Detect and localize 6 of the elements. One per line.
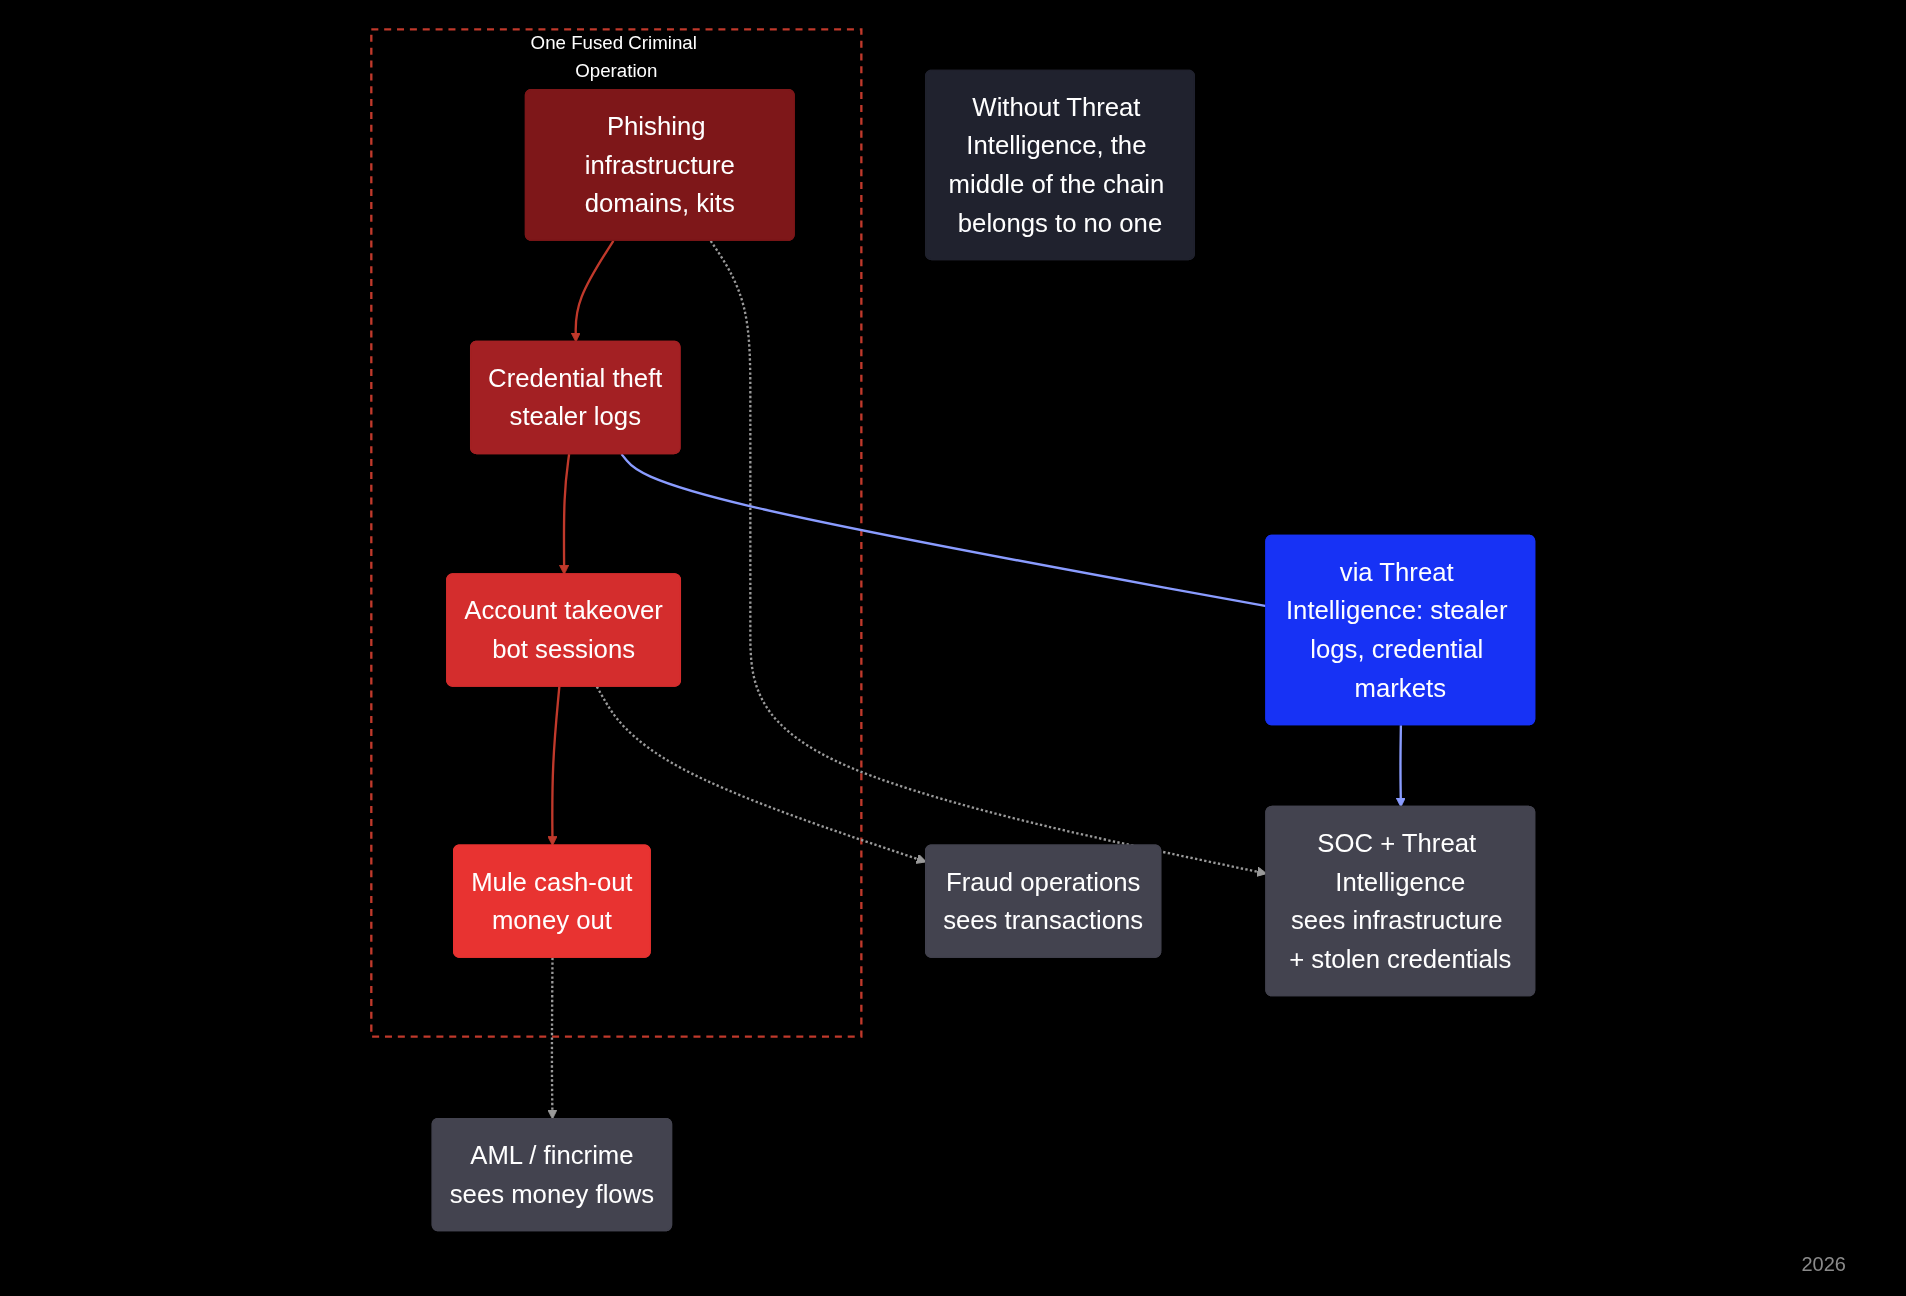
footnote: 2026 (1801, 1253, 1846, 1275)
arrow (570, 240, 615, 343)
arrow (547, 957, 558, 1120)
arrow (558, 453, 571, 575)
arrow (547, 686, 561, 847)
arrow (1395, 725, 1406, 808)
